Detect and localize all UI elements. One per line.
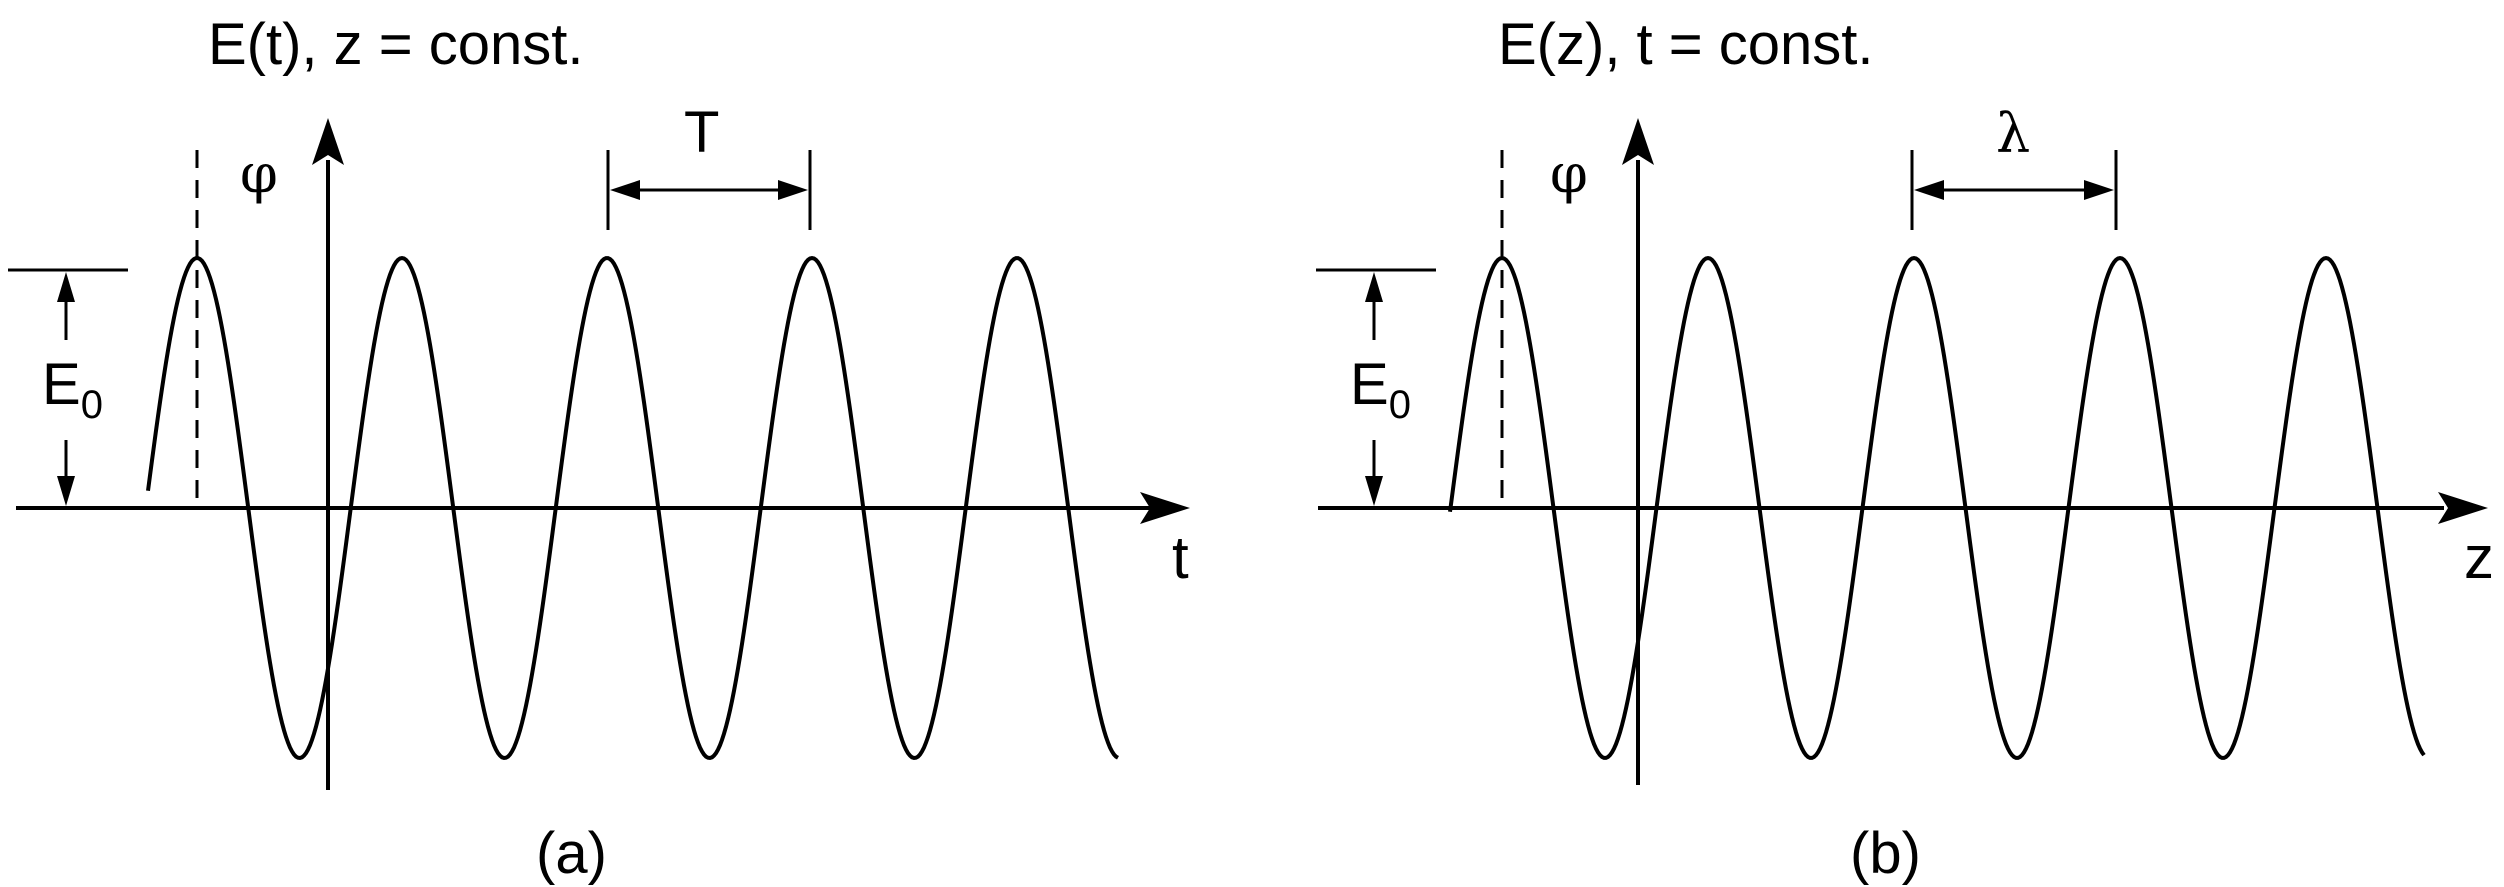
- panel-a-period-arrowhead-left: [610, 180, 640, 200]
- panel-a: E(t), z = const. t φ E0 T (a): [8, 12, 1190, 886]
- panel-a-title: E(t), z = const.: [208, 12, 584, 77]
- panel-b-phase-label: φ: [1550, 142, 1588, 205]
- panel-b-period-arrowhead-left: [1914, 180, 1944, 200]
- panel-b-amplitude-label: E0: [1350, 352, 1411, 427]
- panel-b-wave: [1448, 255, 2426, 760]
- panel-b-axis-arrowhead: [2438, 492, 2488, 524]
- panel-b-axis-label: z: [2464, 524, 2494, 591]
- panel-b-period-label: λ: [1996, 102, 2030, 165]
- panel-b-caption: (b): [1850, 821, 1921, 886]
- panel-a-amplitude-label: E0: [42, 352, 103, 427]
- panel-a-caption: (a): [536, 821, 607, 886]
- panel-b-amplitude-arrowhead-up: [1365, 272, 1383, 302]
- panel-a-amplitude-arrowhead-up: [57, 272, 75, 302]
- panel-a-axis-label: t: [1172, 524, 1189, 591]
- panel-a-axis-arrowhead: [1140, 492, 1190, 524]
- panel-a-period-arrowhead-right: [778, 180, 808, 200]
- panel-b-vertical-arrowhead: [1622, 118, 1654, 165]
- panel-b-amplitude-arrowhead-down: [1365, 476, 1383, 506]
- panel-a-wave: [146, 255, 1119, 761]
- panel-a-phase-label: φ: [240, 142, 278, 205]
- panel-b: E(z), t = const. z φ E0 λ (b): [1316, 12, 2494, 886]
- panel-a-amplitude-arrowhead-down: [57, 476, 75, 506]
- panel-a-period-label: T: [684, 100, 719, 165]
- panel-b-period-arrowhead-right: [2084, 180, 2114, 200]
- panel-a-vertical-arrowhead: [312, 118, 344, 165]
- panel-b-title: E(z), t = const.: [1498, 12, 1874, 77]
